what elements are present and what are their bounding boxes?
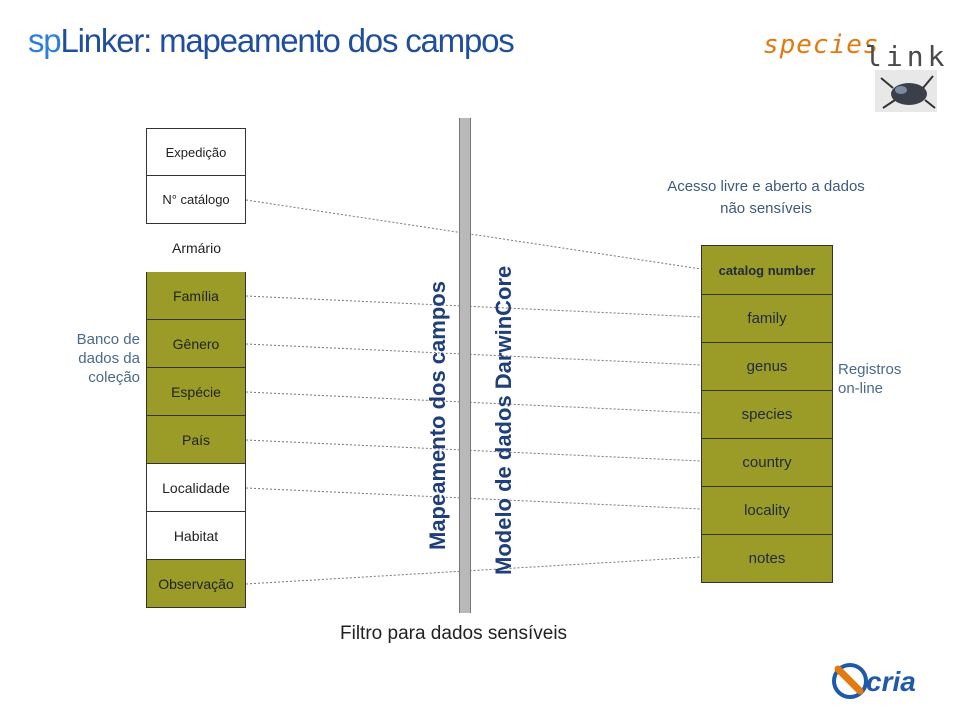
- banco-dados-label: Banco de dados da coleção: [60, 330, 140, 387]
- banco-line-1: Banco de: [76, 331, 140, 348]
- acesso-line-2: não sensíveis: [720, 200, 812, 217]
- mapeamento-vertical-label: Mapeamento dos campos: [425, 281, 450, 550]
- darwincore-field-cell: catalog number: [718, 262, 816, 278]
- collection-field-cell: Gênero: [146, 320, 246, 368]
- collection-field-cell: N° catálogo: [146, 176, 246, 224]
- collection-field-cell: Espécie: [146, 368, 246, 416]
- registros-line-1: Registros: [838, 361, 902, 378]
- darwincore-field-cell: notes: [702, 534, 832, 582]
- cria-logo: cria: [830, 655, 940, 705]
- mapping-line: [245, 343, 702, 366]
- logo-species-word: species: [763, 30, 880, 60]
- darwincore-field-cell: country: [702, 438, 832, 486]
- collection-field-cell: Armário: [146, 224, 246, 272]
- acesso-line-1: Acesso livre e aberto a dados: [667, 178, 865, 195]
- bug-image-icon: [875, 70, 937, 112]
- filter-label: Filtro para dados sensíveis: [340, 623, 568, 644]
- banco-line-3: coleção: [88, 369, 140, 386]
- darwincore-field-cell: genus: [702, 342, 832, 390]
- registros-line-2: on-line: [838, 380, 884, 397]
- mapping-line: [245, 439, 702, 462]
- collection-field-cell: Localidade: [146, 464, 246, 512]
- sensitive-data-filter-bar: [459, 118, 471, 613]
- title-prefix: sp: [28, 22, 62, 59]
- page-title: spLinker: mapeamento dos campos: [28, 22, 515, 60]
- cria-logo-text: cria: [866, 666, 916, 697]
- title-rest: Linker: mapeamento dos campos: [60, 22, 514, 59]
- mapping-line: [245, 556, 702, 585]
- specieslink-logo: species link: [763, 30, 944, 114]
- registros-online-label: Registros on-line: [838, 360, 928, 398]
- collection-field-cell: Habitat: [146, 512, 246, 560]
- collection-field-cell: País: [146, 416, 246, 464]
- logo-link-word: link: [865, 40, 949, 73]
- collection-field-cell: Expedição: [146, 128, 246, 176]
- banco-line-2: dados da: [78, 350, 140, 367]
- darwincore-field-cell: locality: [702, 486, 832, 534]
- collection-field-cell: Observação: [146, 560, 246, 608]
- open-access-label: Acesso livre e aberto a dados não sensív…: [636, 176, 896, 220]
- darwincore-field-cell: species: [702, 390, 832, 438]
- darwincore-field-cell: family: [702, 294, 832, 342]
- mapping-line: [245, 487, 702, 510]
- mapping-line: [245, 295, 702, 318]
- mapping-line: [245, 391, 702, 414]
- darwincore-vertical-label: Modelo de dados DarwinCore: [491, 265, 516, 575]
- collection-field-cell: Família: [146, 272, 246, 320]
- mapping-line: [245, 199, 702, 270]
